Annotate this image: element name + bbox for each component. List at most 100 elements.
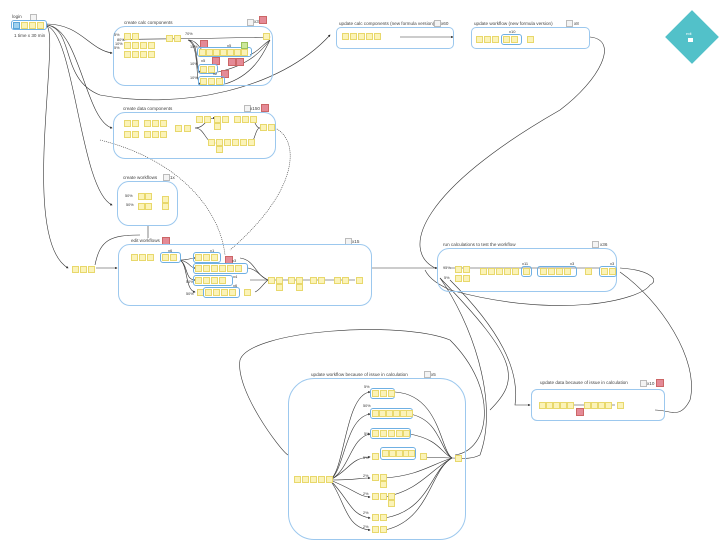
step[interactable] bbox=[241, 48, 248, 56]
step[interactable] bbox=[455, 266, 462, 273]
step[interactable] bbox=[152, 120, 159, 127]
step[interactable] bbox=[496, 268, 503, 275]
loop-box[interactable] bbox=[521, 266, 532, 277]
step[interactable] bbox=[564, 268, 571, 275]
step[interactable] bbox=[276, 277, 283, 284]
step[interactable] bbox=[227, 265, 234, 272]
step[interactable] bbox=[144, 120, 151, 127]
step[interactable] bbox=[227, 48, 234, 56]
step[interactable] bbox=[248, 139, 255, 146]
step[interactable] bbox=[296, 277, 303, 284]
step[interactable] bbox=[216, 146, 223, 153]
step[interactable] bbox=[37, 21, 44, 29]
step[interactable] bbox=[29, 21, 36, 29]
step[interactable] bbox=[166, 35, 173, 42]
step[interactable] bbox=[463, 275, 470, 282]
step[interactable] bbox=[140, 51, 147, 58]
loop-box[interactable] bbox=[193, 263, 248, 274]
step[interactable] bbox=[132, 33, 139, 40]
step[interactable] bbox=[350, 33, 357, 40]
step[interactable] bbox=[288, 277, 295, 284]
step[interactable] bbox=[372, 514, 379, 521]
step[interactable] bbox=[310, 476, 317, 483]
step[interactable] bbox=[512, 268, 519, 275]
step[interactable] bbox=[318, 277, 325, 284]
step[interactable] bbox=[72, 266, 79, 273]
step[interactable] bbox=[214, 116, 221, 123]
loop-box[interactable] bbox=[198, 64, 218, 74]
step[interactable] bbox=[206, 48, 213, 56]
step[interactable] bbox=[195, 254, 202, 261]
step[interactable] bbox=[211, 265, 218, 272]
step[interactable] bbox=[382, 450, 389, 457]
step[interactable] bbox=[234, 116, 241, 123]
loop-box[interactable] bbox=[198, 76, 225, 86]
step[interactable] bbox=[556, 268, 563, 275]
step[interactable] bbox=[219, 265, 226, 272]
step[interactable] bbox=[138, 193, 145, 200]
step[interactable] bbox=[372, 430, 379, 437]
step[interactable] bbox=[406, 410, 413, 417]
step[interactable] bbox=[342, 277, 349, 284]
step[interactable] bbox=[380, 474, 387, 481]
step[interactable] bbox=[523, 268, 530, 275]
step[interactable] bbox=[131, 254, 138, 261]
step[interactable] bbox=[145, 203, 152, 210]
step[interactable] bbox=[13, 21, 20, 29]
step[interactable] bbox=[145, 193, 152, 200]
step[interactable] bbox=[235, 265, 242, 272]
step[interactable] bbox=[268, 124, 275, 131]
step[interactable] bbox=[334, 277, 341, 284]
step[interactable] bbox=[139, 254, 146, 261]
step[interactable] bbox=[527, 36, 534, 43]
step[interactable] bbox=[234, 48, 241, 56]
step[interactable] bbox=[372, 493, 379, 500]
step[interactable] bbox=[162, 203, 169, 210]
step[interactable] bbox=[484, 36, 491, 43]
loop-box[interactable] bbox=[203, 287, 240, 298]
step[interactable] bbox=[310, 277, 317, 284]
step[interactable] bbox=[124, 42, 131, 49]
step[interactable] bbox=[389, 450, 396, 457]
step[interactable] bbox=[132, 131, 139, 138]
step[interactable] bbox=[488, 268, 495, 275]
step[interactable] bbox=[211, 254, 218, 261]
step[interactable] bbox=[203, 265, 210, 272]
step[interactable] bbox=[342, 33, 349, 40]
step[interactable] bbox=[221, 289, 228, 296]
step[interactable] bbox=[372, 453, 379, 460]
step[interactable] bbox=[396, 430, 403, 437]
step[interactable] bbox=[601, 268, 608, 275]
step[interactable] bbox=[380, 430, 387, 437]
step[interactable] bbox=[124, 51, 131, 58]
step[interactable] bbox=[420, 453, 427, 460]
step[interactable] bbox=[388, 430, 395, 437]
step[interactable] bbox=[380, 526, 387, 533]
step[interactable] bbox=[372, 526, 379, 533]
step[interactable] bbox=[80, 266, 87, 273]
end-node[interactable] bbox=[665, 10, 719, 64]
step[interactable] bbox=[132, 42, 139, 49]
step[interactable] bbox=[214, 123, 221, 130]
step[interactable] bbox=[21, 21, 28, 29]
step[interactable] bbox=[366, 33, 373, 40]
step[interactable] bbox=[463, 266, 470, 273]
step[interactable] bbox=[294, 476, 301, 483]
step[interactable] bbox=[219, 277, 226, 284]
step[interactable] bbox=[326, 476, 333, 483]
step[interactable] bbox=[548, 268, 555, 275]
step[interactable] bbox=[213, 48, 220, 56]
step[interactable] bbox=[302, 476, 309, 483]
step[interactable] bbox=[147, 254, 154, 261]
step[interactable] bbox=[203, 277, 210, 284]
step[interactable] bbox=[617, 402, 624, 409]
step[interactable] bbox=[148, 42, 155, 49]
step[interactable] bbox=[88, 266, 95, 273]
step[interactable] bbox=[205, 289, 212, 296]
step[interactable] bbox=[455, 455, 462, 462]
step[interactable] bbox=[388, 390, 395, 397]
step[interactable] bbox=[560, 402, 567, 409]
step[interactable] bbox=[567, 402, 574, 409]
step[interactable] bbox=[208, 139, 215, 146]
step[interactable] bbox=[408, 450, 415, 457]
